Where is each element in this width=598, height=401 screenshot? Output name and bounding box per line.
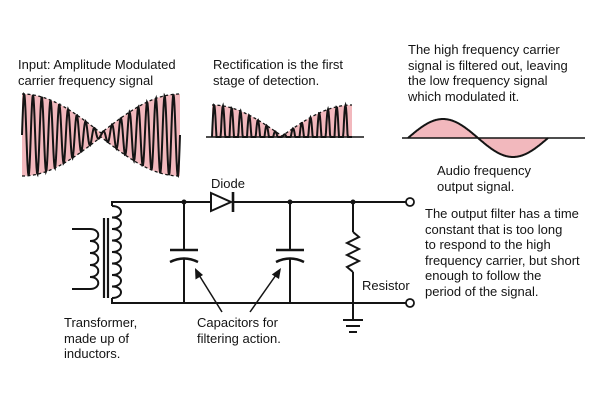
bottom-wire xyxy=(111,298,406,304)
transformer-label: Transformer, made up of inductors. xyxy=(64,315,138,361)
cap1-plate-bottom xyxy=(169,257,199,264)
transformer-primary-coil xyxy=(89,228,100,290)
diode-label: Diode xyxy=(211,176,245,191)
rectification-label: Rectification is the first stage of dete… xyxy=(213,57,344,88)
am-carrier-wave xyxy=(21,91,181,179)
audio-output-label: Audio frequency output signal. xyxy=(437,163,531,194)
cap2-plate-bottom xyxy=(275,257,305,264)
output-filter-note: The output filter has a time constant th… xyxy=(425,206,580,299)
arrow-cap2-shaft xyxy=(249,274,277,313)
junction-dot-1 xyxy=(181,199,187,205)
capacitors-label: Capacitors for filtering action. xyxy=(197,315,281,346)
output-terminal-bottom xyxy=(405,298,415,308)
output-terminal-top xyxy=(405,197,415,207)
audio-output-waveform xyxy=(402,118,585,158)
resistor-label: Resistor xyxy=(362,278,410,293)
arrow-cap1-shaft xyxy=(198,274,223,313)
arrow-cap2-head xyxy=(271,268,281,279)
filtered-signal-label: The high frequency carrier signal is fil… xyxy=(408,42,568,104)
top-wire-left xyxy=(111,201,211,206)
diode-icon xyxy=(210,191,234,213)
junction-dot-2 xyxy=(287,199,293,205)
resistor-icon xyxy=(344,231,362,273)
junction-dot-3 xyxy=(350,199,356,205)
input-signal-label: Input: Amplitude Modulated carrier frequ… xyxy=(18,57,176,88)
am-input-waveform xyxy=(21,91,181,179)
rectified-waveform xyxy=(206,101,364,138)
detector-circuit xyxy=(72,191,406,333)
arrow-cap1-head xyxy=(195,268,203,280)
transformer-secondary-coil xyxy=(111,205,122,299)
